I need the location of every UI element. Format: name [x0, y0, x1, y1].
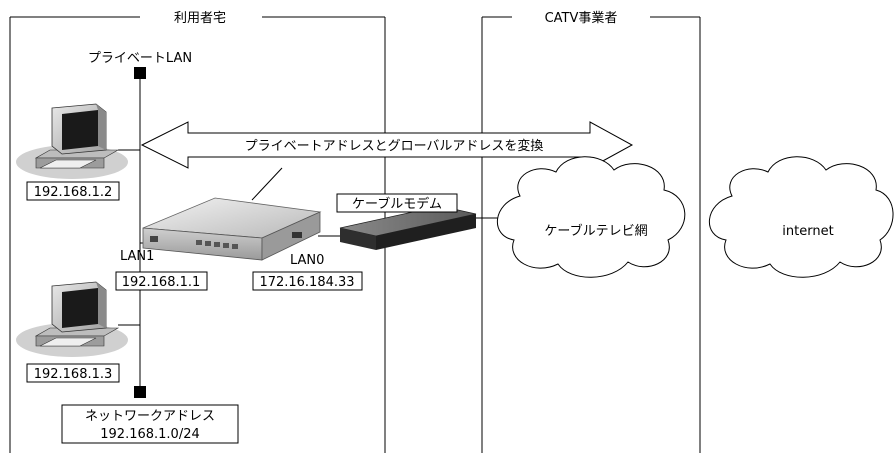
internet-cloud-label: internet	[782, 224, 833, 239]
cable-modem-label-box	[336, 193, 458, 213]
internet-cloud	[709, 156, 894, 278]
network-address-box	[61, 404, 239, 444]
pc-bottom	[16, 281, 128, 357]
region-catv-label: CATV事業者	[545, 10, 618, 26]
pc-top-ip-box	[26, 181, 120, 201]
router-lan1-ip: 192.168.1.1	[122, 275, 201, 290]
region-catv-provider	[481, 16, 701, 453]
lan0-label: LAN0	[290, 253, 324, 268]
nat-banner-text: プライベートアドレスとグローバルアドレスを変換	[245, 138, 544, 154]
cable-modem	[339, 205, 477, 250]
router-lan0-ip: 172.16.184.33	[259, 275, 354, 290]
cable-modem-label: ケーブルモデム	[352, 196, 442, 212]
pc-top-ip: 192.168.1.2	[34, 185, 113, 200]
router-lan1-ip-box	[115, 271, 208, 291]
router-lan0-ip-box	[252, 271, 363, 291]
lan-terminator-top	[134, 67, 146, 79]
pc-bottom-ip-box	[26, 363, 120, 383]
region-catv-label-bg	[514, 9, 648, 25]
router	[142, 197, 322, 261]
region-user-label-bg	[143, 9, 258, 25]
cable-tv-cloud	[497, 156, 686, 278]
pc-top	[16, 103, 128, 179]
network-address-title: ネットワークアドレス	[85, 409, 215, 424]
pc-bottom-ip: 192.168.1.3	[34, 367, 113, 382]
cable-tv-cloud-label: ケーブルテレビ網	[544, 223, 647, 239]
private-lan-label: プライベートLAN	[88, 51, 192, 66]
lan-terminator-bottom	[134, 386, 146, 398]
nat-double-arrow	[140, 121, 634, 169]
network-address-value: 192.168.1.0/24	[100, 427, 200, 442]
lan1-label: LAN1	[120, 249, 154, 264]
region-user-label: 利用者宅	[174, 11, 226, 26]
nat-pointer-line	[251, 167, 283, 201]
